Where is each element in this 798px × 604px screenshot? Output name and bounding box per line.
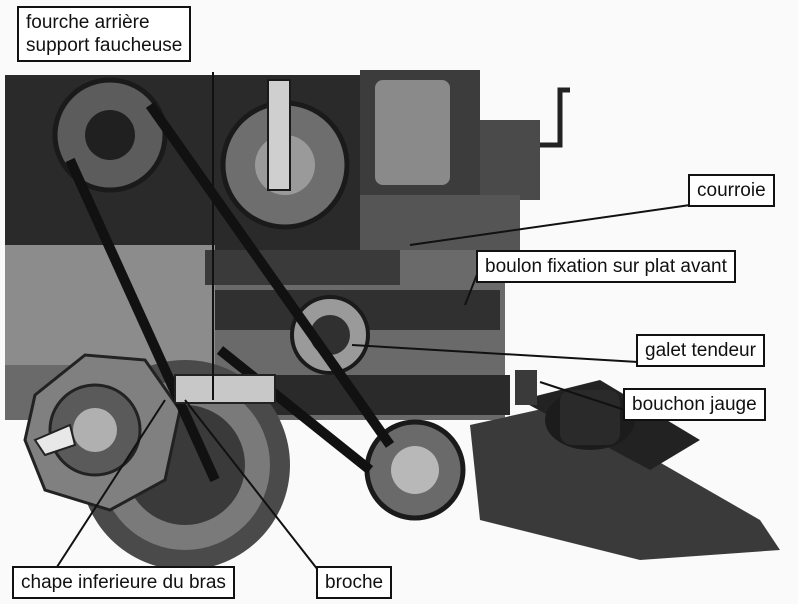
label-galet-tendeur: galet tendeur xyxy=(636,334,765,367)
label-broche: broche xyxy=(316,566,393,599)
label-fourche-arriere: fourche arrière support faucheuse xyxy=(17,6,192,62)
upper-pulleys xyxy=(52,77,350,230)
belts xyxy=(65,102,395,483)
gearbox xyxy=(23,353,290,570)
leader-lines xyxy=(54,72,691,571)
fork-plate xyxy=(174,374,276,404)
label-bouchon-jauge: bouchon jauge xyxy=(623,388,766,421)
tensioner-pulley xyxy=(290,295,370,375)
label-courroie: courroie xyxy=(688,174,775,207)
label-chape-inferieure: chape inferieure du bras xyxy=(12,566,235,599)
label-boulon-fixation: boulon fixation sur plat avant xyxy=(476,250,736,283)
